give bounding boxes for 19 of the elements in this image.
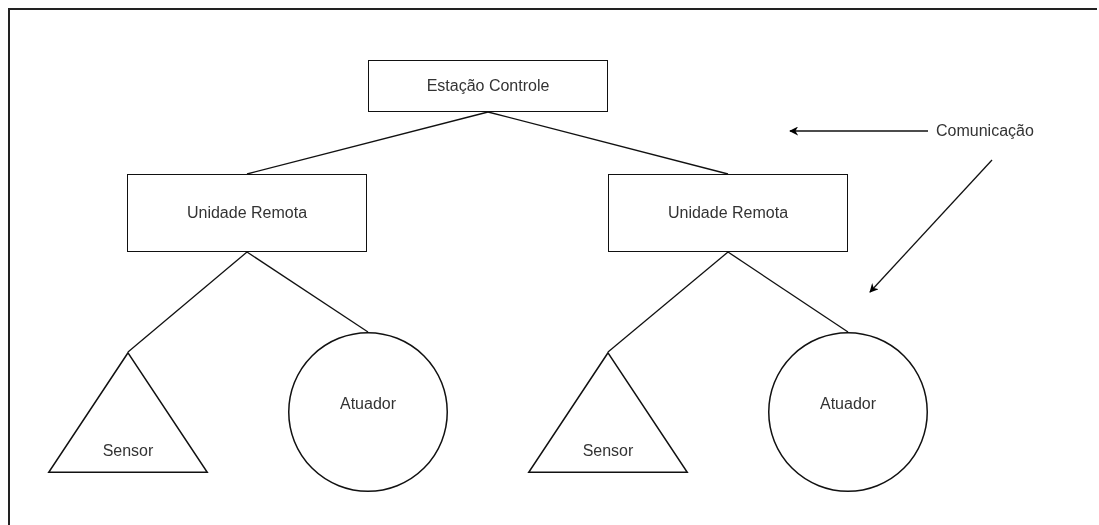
connector-line xyxy=(727,251,849,333)
node-label: Sensor xyxy=(582,441,634,460)
connector-line xyxy=(127,251,248,353)
arrow xyxy=(789,126,929,136)
arrow xyxy=(869,159,993,293)
connector-line xyxy=(246,111,489,175)
connector-line xyxy=(246,251,369,333)
node-label: Comunicação xyxy=(936,122,1034,140)
connector-line xyxy=(487,111,729,175)
node-label: Atuador xyxy=(819,395,876,413)
connector-line xyxy=(607,251,729,353)
node-label: Unidade Remota xyxy=(667,204,789,222)
node-label: Atuador xyxy=(339,395,396,413)
node-label: Sensor xyxy=(102,441,154,460)
node-label: Unidade Remota xyxy=(186,204,308,222)
process-box xyxy=(368,60,608,112)
node-label: Estação Controle xyxy=(426,77,550,95)
process-box xyxy=(127,174,367,252)
process-box xyxy=(608,174,848,252)
